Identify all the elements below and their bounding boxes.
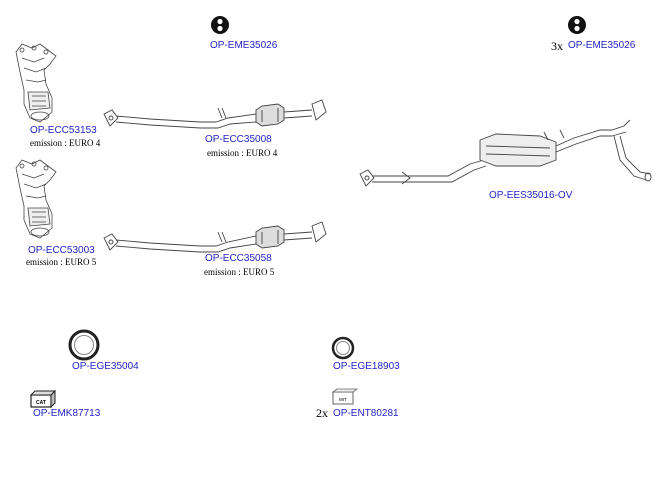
part-code-gasket-large[interactable]: OP-EGE35004 <box>72 361 139 372</box>
hanger-right-icon[interactable] <box>568 16 586 34</box>
emission-note-manifold-euro4: emission : EURO 4 <box>30 138 101 148</box>
part-code-hanger-right[interactable]: OP-EME35026 <box>568 40 636 51</box>
emission-note-catpipe-euro4: emission : EURO 4 <box>207 148 278 158</box>
assembly-paste-icon[interactable] <box>331 388 359 405</box>
emission-note-manifold-euro5: emission : EURO 5 <box>26 257 97 267</box>
part-code-catpipe-euro5[interactable]: OP-ECC35058 <box>205 253 272 264</box>
hanger-top-icon[interactable] <box>211 16 229 34</box>
paste-box-label: MIT <box>339 397 347 402</box>
part-code-mounting-kit[interactable]: OP-EMK87713 <box>33 408 101 419</box>
qty-hanger-right: 3x <box>551 39 563 53</box>
part-code-paste[interactable]: OP-ENT80281 <box>333 408 399 419</box>
part-code-manifold-euro4[interactable]: OP-ECC53153 <box>30 125 97 136</box>
catpipe-euro4-icon[interactable] <box>103 99 327 129</box>
part-code-rear-system[interactable]: OP-EES35016-OV <box>489 190 573 201</box>
part-code-manifold-euro5[interactable]: OP-ECC53003 <box>28 245 95 256</box>
manifold-euro5-icon[interactable] <box>15 159 57 239</box>
part-code-gasket-small[interactable]: OP-EGE18903 <box>333 361 400 372</box>
gasket-small-icon[interactable] <box>331 336 355 360</box>
catpipe-euro5-icon[interactable] <box>103 221 327 253</box>
manifold-euro4-icon[interactable] <box>15 43 57 123</box>
qty-paste: 2x <box>316 406 328 420</box>
gasket-large-icon[interactable] <box>68 329 100 361</box>
mounting-kit-box-label: CAT <box>36 400 46 406</box>
part-code-catpipe-euro4[interactable]: OP-ECC35008 <box>205 134 272 145</box>
emission-note-catpipe-euro5: emission : EURO 5 <box>204 267 275 277</box>
mounting-kit-box-icon[interactable] <box>29 389 57 409</box>
part-code-hanger-top[interactable]: OP-EME35026 <box>210 40 278 51</box>
rear-system-icon[interactable] <box>359 119 652 187</box>
